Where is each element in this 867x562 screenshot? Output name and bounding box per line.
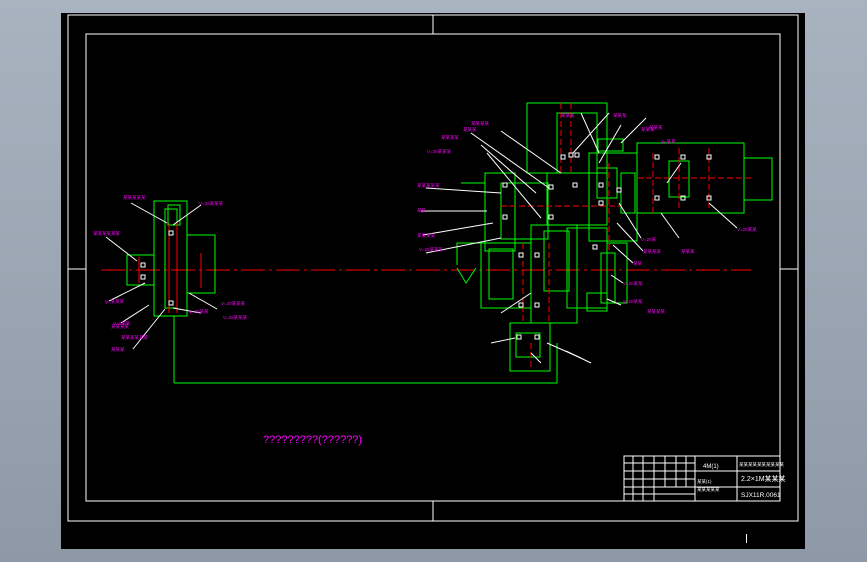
dimension-label: V=25某某 (737, 227, 757, 233)
dimension-label: 某某某 (613, 113, 627, 119)
dimension-label: V=25某某某 (419, 247, 444, 253)
dimension-label: 某某某 (681, 249, 695, 255)
dimension-label: 某某某 (561, 113, 575, 119)
dimension-label: 某某某某某某 (93, 231, 120, 237)
dimension-label: 某某 (633, 261, 642, 267)
dimension-label: 某某某 (649, 125, 663, 131)
left-motor-assembly[interactable] (126, 200, 558, 384)
dimension-label: V=25某某某 (199, 201, 224, 207)
dimension-label: 某某某某某 (417, 183, 440, 189)
dimension-label: 某某某某 (417, 233, 435, 239)
title-drawing-name: 2.2×1M某某某 (741, 475, 786, 483)
text-overlay: ?????????(??????) 4M(1) 某某某某某某某某某某 2.2×1… (263, 434, 786, 499)
transmission-assembly[interactable] (456, 102, 773, 372)
dimension-label: 某某某 (111, 347, 125, 353)
dimension-label: 某某某某某 (123, 195, 146, 201)
dimension-label: 某某某 (463, 127, 477, 133)
dimension-label: V=25某 (641, 237, 657, 243)
bolt-markers (140, 152, 712, 340)
dimension-label: V=25某某某 (223, 315, 248, 321)
dimension-label: V=25某某某 (427, 149, 452, 155)
dimension-label: 某某某某某某 (121, 335, 148, 341)
dimension-labels: 某某某某某某某某某某某V=25某某某φ=某某某V=0某某某某某某某某某V=20某… (93, 113, 757, 353)
dimension-label: φ=20某某 (189, 309, 209, 315)
dimension-label: V=0某某 (113, 321, 131, 327)
title-project: 某某某某某某某某某某 (739, 462, 784, 468)
status-bar-cursor (746, 534, 747, 543)
title-drawing-number: SJX11R.0061 (741, 492, 781, 499)
centering-marks (68, 15, 798, 521)
dimension-label: φ=某某 (661, 139, 676, 145)
dimension-label: 某某某某 (647, 309, 665, 315)
dimension-label: 某某某某 (111, 324, 129, 330)
title-block (623, 455, 781, 502)
dimension-label: 某某某某 (471, 121, 489, 127)
cad-drawing: 某某某某某某某某某某某V=25某某某φ=某某某V=0某某某某某某某某某V=20某… (67, 14, 799, 522)
dimension-label: V=20某某 (623, 281, 643, 287)
drawing-caption: ?????????(??????) (263, 434, 362, 446)
title-small-1: 某某(1) (697, 479, 712, 485)
leader-lines (105, 112, 738, 364)
title-scale: 4M(1) (703, 464, 719, 470)
dimension-label: 某某 (417, 208, 426, 214)
dimension-label: φ=20某某 (623, 299, 643, 305)
dimension-label: 某某某某 (643, 249, 661, 255)
left-motor-centerlines (138, 223, 202, 313)
dimension-label: φ=某某某 (105, 299, 125, 305)
dimension-label: V=20某某某 (221, 301, 246, 307)
dimension-label: 某某某 (641, 127, 655, 133)
title-small-2: 某某某某某 (697, 487, 720, 493)
dimension-label: 某某某某 (441, 135, 459, 141)
